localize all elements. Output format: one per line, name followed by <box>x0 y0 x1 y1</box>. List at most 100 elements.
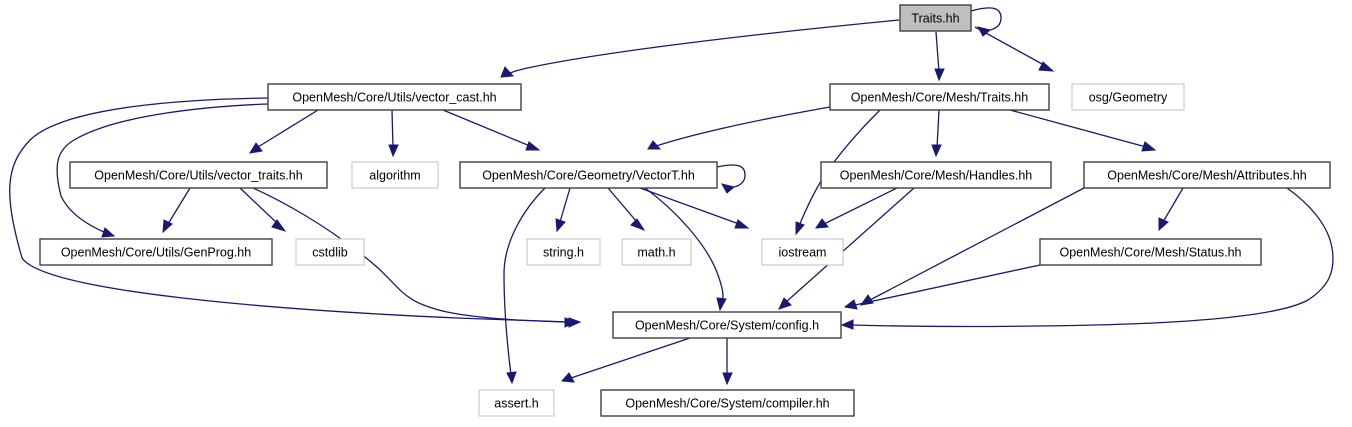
arrowhead <box>778 297 792 310</box>
node-box[interactable] <box>1071 83 1185 111</box>
edge-vector_cast-genprog <box>56 103 269 234</box>
arrowhead <box>795 221 805 236</box>
edge-vector_cast-vectorT <box>442 109 531 147</box>
node-status[interactable]: OpenMesh/Core/Mesh/Status.hh <box>1039 238 1262 266</box>
node-traits[interactable]: Traits.hh <box>899 4 972 32</box>
arrowhead <box>647 140 662 150</box>
edge-traits-traits <box>970 7 1002 31</box>
node-box[interactable] <box>612 311 842 339</box>
arrowhead <box>815 218 829 229</box>
arrowhead <box>506 371 517 385</box>
edge-vectorT-assert_h <box>503 187 546 376</box>
node-mesh-traits[interactable]: OpenMesh/Core/Mesh/Traits.hh <box>829 83 1050 111</box>
edge-vector_cast-algorithm <box>391 109 394 149</box>
node-label: OpenMesh/Core/Mesh/Handles.hh <box>840 168 1033 182</box>
edge-vector_traits-genprog <box>167 187 191 225</box>
edge-traits-osg_geom <box>974 26 1045 66</box>
edge-attributes-status <box>1162 187 1184 223</box>
node-attributes[interactable]: OpenMesh/Core/Mesh/Attributes.hh <box>1083 161 1331 189</box>
edge-handles-config <box>785 187 915 303</box>
node-label: OpenMesh/Core/Utils/vector_cast.hh <box>292 90 496 104</box>
edge-attributes-config <box>851 187 1334 328</box>
arrowhead <box>271 219 287 232</box>
node-config[interactable]: OpenMesh/Core/System/config.h <box>612 311 842 339</box>
arrowhead <box>721 183 736 194</box>
edge-mesh_traits-vectorT <box>655 106 831 147</box>
node-box[interactable] <box>761 238 844 266</box>
node-box[interactable] <box>621 238 692 266</box>
node-compiler[interactable]: OpenMesh/Core/System/compiler.hh <box>600 389 855 417</box>
node-label: algorithm <box>369 168 420 182</box>
edge-vectorT-string_h <box>559 187 571 223</box>
node-box[interactable] <box>478 389 555 417</box>
edge-vector_cast-vector_traits <box>257 109 319 148</box>
node-box[interactable] <box>526 238 601 266</box>
arrowhead <box>101 227 116 238</box>
node-label: iostream <box>779 245 827 259</box>
edge-mesh_traits-attributes <box>1009 109 1147 148</box>
node-box[interactable] <box>600 389 855 417</box>
node-label: assert.h <box>494 396 539 410</box>
arrowhead <box>734 219 750 229</box>
edge-layer <box>9 7 1334 386</box>
arrowhead <box>1158 217 1169 232</box>
node-box[interactable] <box>351 161 439 189</box>
edge-attributes-config-2 <box>869 187 1085 301</box>
edge-traits-vector_cast <box>500 19 900 78</box>
arrowhead <box>564 317 578 328</box>
arrowhead <box>388 144 399 158</box>
node-cstdlib[interactable]: cstdlib <box>295 238 365 266</box>
node-label: OpenMesh/Core/Utils/vector_traits.hh <box>94 168 302 182</box>
node-label: math.h <box>637 245 675 259</box>
node-label: OpenMesh/Core/System/config.h <box>635 318 819 332</box>
arrowhead <box>500 66 515 78</box>
node-assert-h[interactable]: assert.h <box>478 389 555 417</box>
node-iostream[interactable]: iostream <box>761 238 844 266</box>
node-box[interactable] <box>820 161 1052 189</box>
arrowhead <box>525 141 541 151</box>
arrowhead <box>716 297 727 312</box>
node-osg-geometry[interactable]: osg/Geometry <box>1071 83 1185 111</box>
node-box[interactable] <box>39 238 273 266</box>
node-box[interactable] <box>69 161 328 189</box>
node-label: osg/Geometry <box>1089 90 1168 104</box>
node-box[interactable] <box>899 4 972 32</box>
arrowhead <box>630 218 646 232</box>
arrowhead <box>249 142 263 154</box>
node-layer: Traits.hh OpenMesh/Core/Utils/vector_cas… <box>39 4 1331 417</box>
node-box[interactable] <box>829 83 1050 111</box>
node-vector-traits[interactable]: OpenMesh/Core/Utils/vector_traits.hh <box>69 161 328 189</box>
node-string-h[interactable]: string.h <box>526 238 601 266</box>
edge-traits-mesh_traits <box>935 31 940 73</box>
node-label: OpenMesh/Core/Mesh/Attributes.hh <box>1107 168 1306 182</box>
node-label: string.h <box>543 245 584 259</box>
arrowhead <box>1038 61 1055 72</box>
node-box[interactable] <box>459 161 718 189</box>
edge-mesh_traits-handles <box>936 109 940 149</box>
arrowhead <box>843 299 858 310</box>
node-label: OpenMesh/Core/Mesh/Status.hh <box>1059 245 1241 259</box>
node-label: Traits.hh <box>911 11 959 25</box>
node-box[interactable] <box>1039 238 1262 266</box>
node-math-h[interactable]: math.h <box>621 238 692 266</box>
edge-status-config <box>854 264 1041 306</box>
node-handles[interactable]: OpenMesh/Core/Mesh/Handles.hh <box>820 161 1052 189</box>
arrowhead <box>840 319 854 330</box>
node-box[interactable] <box>1083 161 1331 189</box>
edge-config-assert_h <box>570 337 691 379</box>
arrowhead <box>934 68 945 82</box>
arrowhead <box>931 144 942 158</box>
node-box[interactable] <box>267 83 522 111</box>
edge-vector_traits-cstdlib <box>239 187 279 225</box>
edge-vectorT-config <box>644 187 724 303</box>
node-label: OpenMesh/Core/Geometry/VectorT.hh <box>482 168 695 182</box>
node-vector-cast[interactable]: OpenMesh/Core/Utils/vector_cast.hh <box>267 83 522 111</box>
node-genprog[interactable]: OpenMesh/Core/Utils/GenProg.hh <box>39 238 273 266</box>
node-box[interactable] <box>295 238 365 266</box>
arrowhead <box>722 372 733 386</box>
node-label: OpenMesh/Core/Mesh/Traits.hh <box>851 90 1028 104</box>
node-algorithm[interactable]: algorithm <box>351 161 439 189</box>
node-vectort[interactable]: OpenMesh/Core/Geometry/VectorT.hh <box>459 161 718 189</box>
